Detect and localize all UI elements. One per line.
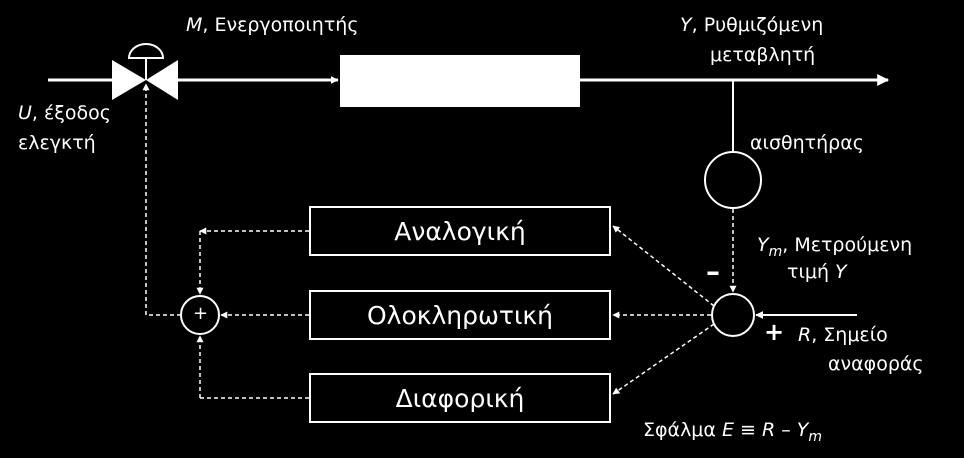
error-variable-r: R (761, 419, 776, 441)
error-equation-label: Σφάλμα E ≡ R – Ym (643, 418, 822, 450)
error-minus: – (775, 419, 797, 441)
measured-subscript: m (768, 243, 783, 260)
integral-block: Ολοκληρωτική (309, 290, 611, 340)
output-label: Y, Ρυθμιζόμενη (680, 13, 823, 38)
integral-block-label: Ολοκληρωτική (366, 300, 554, 330)
controller-output-label-line2: ελεγκτή (18, 132, 96, 154)
actuator-label: M, Ενεργοποιητής (186, 13, 358, 38)
error-to-derivative (612, 323, 715, 395)
setpoint-label: R, Σημείο (798, 323, 888, 348)
controller-output-variable: U (18, 102, 32, 124)
setpoint-variable: R (798, 324, 812, 346)
derivative-block-label: Διαφορική (395, 383, 525, 413)
measured-text-line1: , Μετρούμενη (782, 234, 913, 256)
error-subscript: m (808, 428, 823, 445)
error-to-proportional (612, 225, 715, 307)
error-comparator-circle (711, 293, 755, 337)
proportional-block-label: Αναλογική (394, 216, 526, 246)
setpoint-label-line2: αναφοράς (828, 353, 924, 375)
measured-text-variable: Y (835, 261, 847, 283)
derivative-block: Διαφορική (309, 373, 611, 423)
error-variable-e: E (721, 419, 734, 441)
measured-label: Ym, Μετρούμενη (757, 233, 912, 265)
process-block (340, 55, 580, 107)
actuator-variable: M (186, 14, 203, 36)
actuator-text: , Ενεργοποιητής (202, 14, 359, 36)
error-equiv: ≡ (733, 419, 762, 441)
proportional-block: Αναλογική (309, 206, 611, 256)
comparator-minus-sign: – (706, 255, 720, 288)
sensor-label: αισθητήρας (750, 132, 864, 154)
summing-junction-plus: + (193, 303, 209, 324)
measured-text-line2: τιμή (787, 261, 836, 283)
error-prefix: Σφάλμα (643, 419, 722, 441)
output-text-line1: , Ρυθμιζόμενη (691, 14, 824, 36)
controller-output-label: U, έξοδος (18, 101, 111, 126)
output-variable: Y (680, 14, 692, 36)
sensor-circle (704, 151, 762, 209)
setpoint-text-line1: , Σημείο (811, 324, 888, 346)
measured-label-line2: τιμή Y (787, 260, 847, 285)
valve-actuator-dome (127, 43, 165, 59)
comparator-plus-sign: + (764, 318, 785, 346)
error-variable-y: Y (796, 419, 809, 441)
output-label-line2: μεταβλητή (710, 44, 816, 66)
controller-output-text-line1: , έξοδος (31, 102, 111, 124)
measured-variable: Y (757, 234, 769, 256)
